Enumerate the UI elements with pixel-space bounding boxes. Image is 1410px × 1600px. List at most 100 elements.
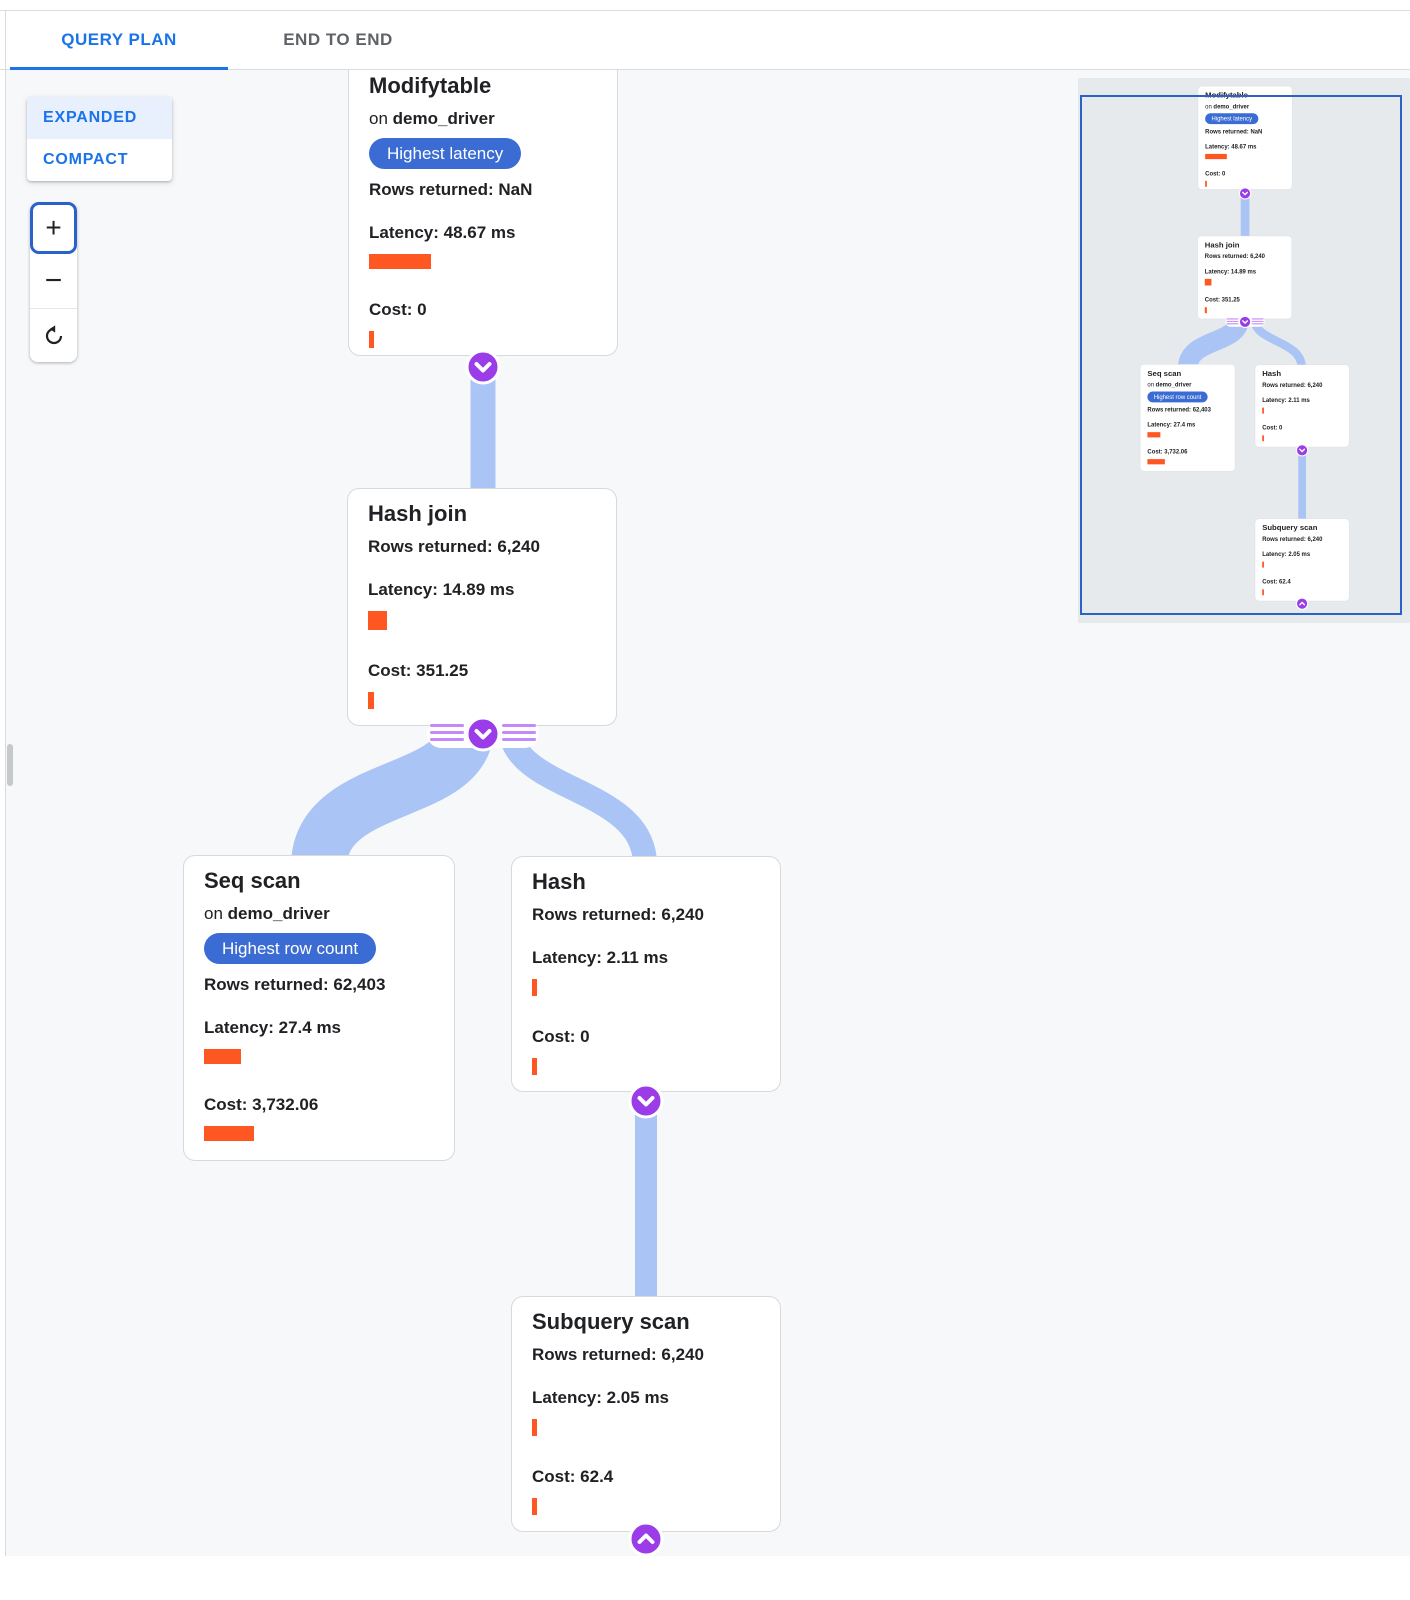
vertical-scrollbar-thumb[interactable] [7,744,13,786]
latency-bar [368,611,387,630]
cost-metric: Cost: 62.4 [532,1464,760,1515]
zoom-in-button[interactable]: + [30,202,77,254]
minimap-viewport-rect[interactable] [1080,95,1402,615]
badge-highest-row-count: Highest row count [204,933,377,964]
cost-metric: Cost: 0 [369,297,597,348]
expand-subquery-scan-button[interactable] [628,1521,664,1557]
latency-label: Latency: 2.05 ms [532,1388,670,1407]
mini-cost-label: Cost: 62.4 [1262,578,1291,586]
mini-cost-metric: Cost: 62.4 [1262,577,1342,596]
edge-hashjoin-seqscan [291,722,494,868]
mini-latency-metric: Latency: 14.89 ms [1204,267,1285,286]
minimap-scale-wrapper: Modifytable on demo_driver Highest laten… [1078,78,1410,623]
mini-node-title: Seq scan [1147,368,1182,378]
mini-node-card-seq-scan: Seq scan on demo_driver Highest row coun… [1140,364,1236,472]
rows-returned: Rows returned: 6,240 [532,905,704,924]
latency-label: Latency: 14.89 ms [368,580,515,599]
latency-bar [204,1049,241,1064]
latency-label: Latency: 48.67 ms [369,223,516,242]
latency-bar [532,1419,537,1436]
mini-collapse-hash-join-button [1225,315,1265,329]
rows-returned: Rows returned: 62,403 [204,975,386,994]
mini-node-title: Hash [1262,369,1282,378]
mini-latency-bar [1204,278,1212,286]
rows-returned: Rows returned: NaN [369,180,533,199]
latency-bar [532,979,537,996]
cost-label: Cost: 62.4 [532,1467,614,1486]
node-card-seq-scan[interactable]: Seq scan on demo_driver Highest row coun… [183,855,455,1161]
node-title: Hash [532,869,586,894]
mini-latency-label: Latency: 2.05 ms [1262,550,1311,558]
collapse-modifytable-button[interactable] [465,349,501,385]
mini-chevron-up-icon [1295,597,1309,610]
mini-node-title: Subquery scan [1262,523,1318,532]
rows-returned: Rows returned: 6,240 [532,1345,704,1364]
mini-node-card-hash-join: Hash join Rows returned: 6,240 Latency: … [1197,235,1292,320]
connector-line [502,724,536,727]
mini-cost-metric: Cost: 351.25 [1204,295,1285,314]
layout-option-compact[interactable]: COMPACT [43,151,129,168]
mini-latency-label: Latency: 2.11 ms [1262,396,1310,404]
cost-label: Cost: 0 [532,1027,590,1046]
latency-metric: Latency: 27.4 ms [204,1015,434,1064]
rows-returned: Rows returned: 6,240 [368,537,540,556]
mini-latency-bar [1205,153,1227,160]
mini-connector-line [1251,323,1264,325]
mini-rows-returned: Rows returned: NaN [1205,128,1263,135]
mini-cost-metric: Cost: 0 [1205,169,1285,187]
connector-line [430,731,464,734]
mini-badge-highest-row-count: Highest row count [1147,391,1208,403]
mini-cost-label: Cost: 3,732.06 [1147,448,1188,455]
mini-latency-metric: Latency: 2.11 ms [1262,396,1342,414]
on-word: on [204,904,223,923]
mini-rows-returned: Rows returned: 6,240 [1262,381,1323,389]
collapse-hash-join-button[interactable] [427,715,539,753]
cost-bar [532,1058,537,1075]
mini-node-card-hash: Hash Rows returned: 6,240 Latency: 2.11 … [1254,364,1350,448]
cost-bar [204,1126,254,1141]
rotate-left-icon [45,324,62,344]
tab-query-plan[interactable]: QUERY PLAN [10,11,228,70]
zoom-reset-button[interactable] [30,308,77,362]
mini-connector-line [1226,323,1239,325]
node-table: on demo_driver [369,106,597,132]
mini-node-table: on demo_driver [1147,380,1228,389]
mini-latency-label: Latency: 48.67 ms [1205,143,1257,150]
latency-label: Latency: 27.4 ms [204,1018,342,1037]
panel-divider [5,10,6,1556]
layout-option-expanded[interactable]: EXPANDED [27,97,172,139]
mini-connector-line [1251,318,1264,320]
mini-collapse-modifytable-button [1238,187,1252,200]
mini-latency-label: Latency: 14.89 ms [1204,268,1257,275]
cost-bar [369,331,374,348]
chevron-down-icon [465,716,501,752]
zoom-controls: + − [30,202,77,362]
minimap[interactable]: Modifytable on demo_driver Highest laten… [1078,78,1410,623]
collapse-hash-button[interactable] [628,1083,664,1119]
minimap-graph: Modifytable on demo_driver Highest laten… [1078,78,1410,623]
mini-rows-returned: Rows returned: 62,403 [1147,406,1211,413]
cost-bar [368,692,374,709]
tab-end-to-end[interactable]: END TO END [283,30,393,49]
node-card-subquery-scan[interactable]: Subquery scan Rows returned: 6,240 Laten… [511,1296,781,1532]
cost-metric: Cost: 0 [532,1024,760,1075]
mini-table-name: demo_driver [1155,381,1192,389]
node-title: Modifytable [369,73,492,98]
mini-latency-metric: Latency: 48.67 ms [1205,142,1285,160]
mini-latency-bar [1262,407,1264,414]
mini-node-title: Hash join [1204,240,1240,250]
connector-line [502,738,536,741]
node-card-modifytable[interactable]: Modifytable on demo_driver Highest laten… [348,60,618,356]
zoom-out-button[interactable]: − [30,254,77,308]
node-title: Hash join [368,501,468,526]
node-table: on demo_driver [204,901,434,927]
mini-node-card-subquery-scan: Subquery scan Rows returned: 6,240 Laten… [1254,518,1350,602]
mini-cost-label: Cost: 0 [1262,424,1283,432]
mini-table-name: demo_driver [1213,103,1250,110]
query-insights-page: { "tab_bar": { "tabs": [ {"label": "QUER… [0,10,1410,1557]
cost-label: Cost: 3,732.06 [204,1095,319,1114]
chevron-up-icon [628,1521,664,1557]
latency-bar [369,254,431,269]
node-card-hash[interactable]: Hash Rows returned: 6,240 Latency: 2.11 … [511,856,781,1092]
node-card-hash-join[interactable]: Hash join Rows returned: 6,240 Latency: … [347,488,617,726]
